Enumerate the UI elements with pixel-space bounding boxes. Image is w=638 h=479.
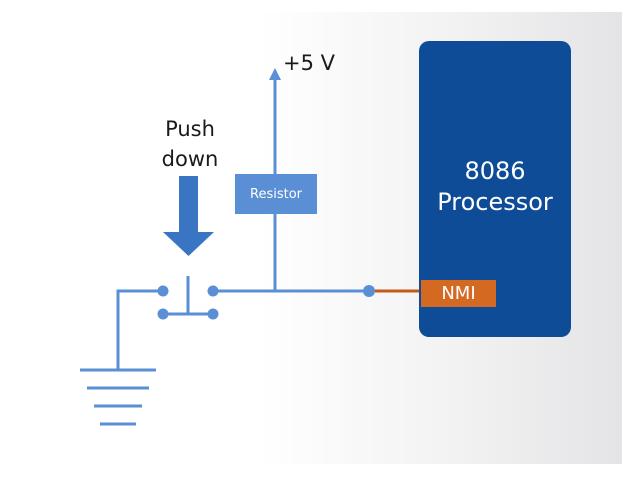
- push-down-arrow: [163, 176, 214, 256]
- ground-wire: [116, 289, 163, 370]
- processor-label-line1: 8086: [464, 157, 526, 185]
- push-label-line2: down: [161, 147, 219, 171]
- nmi-pin: NMI: [421, 280, 496, 307]
- nmi-label: NMI: [441, 283, 476, 304]
- push-down-label: Push down: [120, 114, 260, 174]
- nmi-node: [363, 285, 375, 297]
- resistor: Resistor: [235, 174, 317, 214]
- resistor-label: Resistor: [250, 186, 302, 202]
- ground-symbol: [80, 368, 156, 426]
- processor-label-line2: Processor: [437, 188, 553, 216]
- processor-label: 8086 Processor: [419, 156, 571, 218]
- push-button-switch: [157, 276, 219, 320]
- supply-voltage-label: +5 V: [283, 51, 335, 75]
- supply-arrow-head: [269, 68, 281, 80]
- push-label-line1: Push: [165, 117, 215, 141]
